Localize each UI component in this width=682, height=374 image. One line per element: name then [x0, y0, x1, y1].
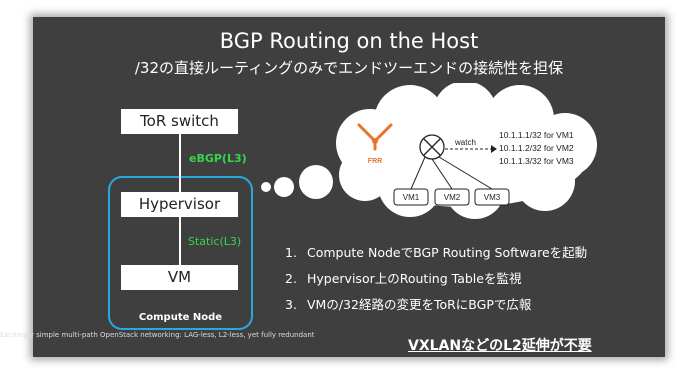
watch-arrowhead — [491, 145, 497, 153]
vm2-node: VM2 — [434, 188, 470, 206]
frr-label: FRR — [368, 158, 382, 165]
slide-footer: Excitingly simple multi-path OpenStack n… — [0, 331, 315, 339]
slide-title: BGP Routing on the Host — [219, 29, 479, 53]
step-number: 3. — [285, 297, 297, 312]
slide: BGP Routing on the Host /32の直接ルーティングのみでエ… — [33, 17, 665, 357]
static-label: Static(L3) — [188, 235, 242, 248]
step-text: Hypervisor上のRouting Tableを監視 — [307, 271, 522, 286]
step-number: 2. — [285, 271, 297, 286]
step-item: 1. Compute NodeでBGP Routing Softwareを起動 — [285, 242, 587, 261]
hypervisor-box: Hypervisor — [121, 192, 238, 217]
vm3-node: VM3 — [474, 188, 510, 206]
vm3-label: VM3 — [484, 193, 501, 202]
bubble-dot-small — [261, 182, 271, 192]
route-entry: 10.1.1.1/32 for VM1 — [499, 130, 574, 140]
slide-subtitle: /32の直接ルーティングのみでエンドツーエンドの接続性を担保 — [134, 59, 564, 77]
bubble-dot-large — [299, 165, 333, 199]
conclusion-text: VXLANなどのL2延伸が不要 — [408, 338, 592, 354]
vm1-label: VM1 — [403, 193, 420, 202]
step-number: 1. — [285, 245, 297, 260]
route-entry: 10.1.1.2/32 for VM2 — [499, 143, 574, 153]
step-item: 2. Hypervisor上のRouting Tableを監視 — [285, 268, 521, 287]
router-vm-links — [410, 156, 493, 190]
frr-logo-icon — [357, 123, 393, 151]
routing-cloud: FRR watch 10.1.1.1/32 for VM1 10.1.1.2/3… — [336, 83, 597, 219]
step-text: Compute NodeでBGP Routing Softwareを起動 — [307, 245, 588, 260]
vm-box: VM — [121, 265, 238, 290]
bubble-dot-medium — [274, 177, 294, 197]
step-item: 3. VMの/32経路の変更をToRにBGPで広報 — [285, 294, 531, 313]
ebgp-label: eBGP(L3) — [189, 152, 247, 165]
vm1-node: VM1 — [393, 188, 429, 206]
compute-node-label: Compute Node — [138, 312, 223, 323]
vm2-label: VM2 — [444, 193, 461, 202]
step-text: VMの/32経路の変更をToRにBGPで広報 — [307, 297, 532, 312]
router-icon — [419, 134, 445, 160]
tor-hypervisor-link — [179, 134, 181, 192]
tor-switch-box: ToR switch — [121, 109, 238, 134]
hypervisor-vm-link — [179, 217, 181, 265]
watch-label: watch — [454, 138, 476, 147]
route-entry: 10.1.1.3/32 for VM3 — [499, 156, 574, 166]
